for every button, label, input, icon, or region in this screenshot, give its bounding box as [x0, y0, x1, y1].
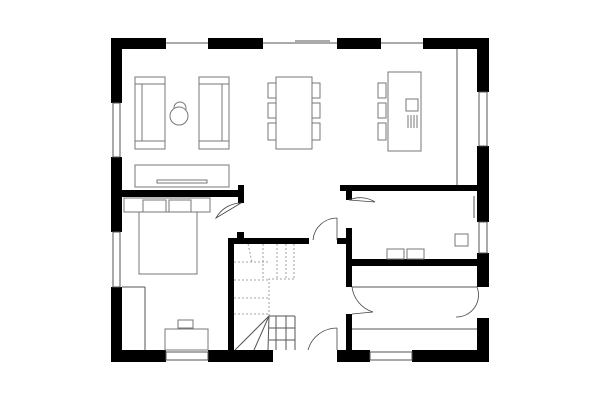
plan-path [348, 197, 376, 203]
plan-rect [267, 82, 277, 99]
plan-rect [267, 122, 277, 141]
plan-rect [168, 199, 192, 213]
plan-path [351, 286, 374, 313]
plan-rect [111, 38, 122, 103]
plan-rect [477, 38, 489, 92]
plan-line [253, 315, 270, 351]
plan-rect [112, 231, 121, 288]
plan-rect [337, 238, 347, 244]
plan-rect [346, 185, 352, 200]
plan-rect [423, 38, 489, 49]
plan-rect [123, 197, 211, 213]
plan-polyline [268, 278, 294, 316]
doors [214, 197, 479, 351]
plan-rect [477, 253, 489, 287]
bathroom-fixtures [386, 233, 469, 260]
plan-rect [346, 314, 352, 354]
dining-set [267, 76, 321, 150]
plan-rect [337, 38, 381, 49]
plan-rect [165, 351, 209, 361]
plan-rect [311, 102, 321, 119]
plan-rect [346, 228, 352, 287]
sofa-right [198, 76, 230, 150]
desk [164, 328, 209, 351]
staircase [234, 243, 296, 351]
plan-rect [228, 238, 234, 357]
plan-rect [238, 185, 244, 203]
plan-rect [112, 102, 121, 158]
plan-rect [377, 122, 387, 141]
plan-rect [406, 248, 425, 260]
entrance-door[interactable] [307, 327, 338, 351]
living-furniture [134, 76, 230, 188]
plan-path [455, 286, 479, 318]
plan-rect [340, 185, 477, 191]
plan-rect [377, 82, 387, 99]
plan-rect [478, 91, 488, 147]
plan-rect [156, 179, 208, 184]
plan-rect [177, 319, 194, 329]
plan-rect [311, 82, 321, 99]
plan-rect [337, 350, 370, 362]
plan-rect [386, 248, 405, 260]
windows [112, 40, 488, 361]
plan-rect [228, 238, 309, 244]
plan-rect [311, 122, 321, 141]
plan-rect [377, 102, 387, 119]
plan-line [351, 311, 374, 315]
tv-bench [134, 164, 230, 188]
sofa-left [134, 76, 166, 150]
plan-rect [412, 350, 489, 362]
plan-rect [111, 38, 166, 49]
bedroom-furniture [123, 197, 211, 351]
bed [138, 211, 198, 275]
plan-line [267, 315, 270, 351]
plan-rect [111, 157, 122, 232]
plan-rect [237, 232, 244, 240]
plan-rect [122, 190, 244, 197]
plan-rect [267, 102, 277, 119]
plan-rect [111, 287, 122, 362]
plan-rect [208, 38, 263, 49]
plan-rect [208, 350, 273, 362]
plan-rect [369, 351, 413, 361]
plan-rect [111, 350, 166, 362]
plan-line [234, 315, 270, 351]
plan-line [247, 243, 253, 263]
plan-rect [477, 146, 489, 222]
sink [405, 98, 419, 112]
toilet [454, 233, 469, 247]
plan-rect [478, 221, 488, 254]
door-bedroom[interactable] [214, 202, 243, 220]
dining-table [275, 76, 313, 150]
coffee-table [169, 106, 189, 126]
plan-rect [142, 199, 167, 213]
plan-path [312, 217, 338, 241]
exterior-walls [111, 38, 489, 362]
interior-walls [122, 49, 477, 357]
kitchen-island [377, 71, 422, 152]
plan-rect [346, 259, 477, 266]
